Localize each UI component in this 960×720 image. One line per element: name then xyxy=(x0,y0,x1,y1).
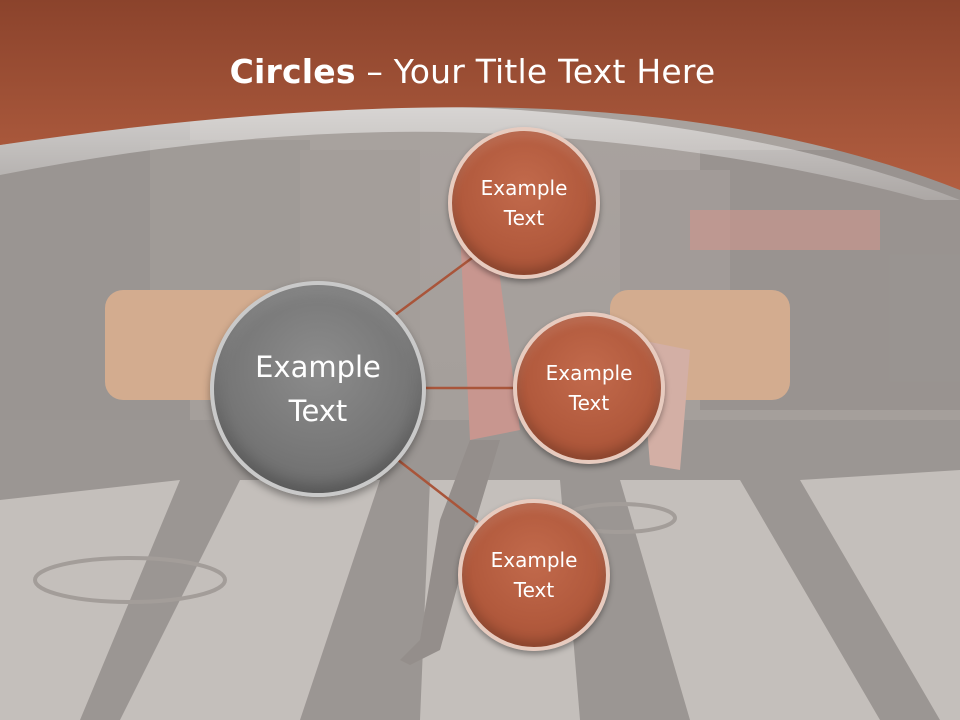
center-circle[interactable]: Example Text xyxy=(210,281,426,497)
slide-title[interactable]: Circles – Your Title Text Here xyxy=(0,52,945,91)
satellite-top-line2: Text xyxy=(503,206,545,230)
satellite-middle-line1: Example xyxy=(545,361,633,385)
connector-top xyxy=(394,256,473,317)
satellite-circle-middle[interactable]: Example Text xyxy=(513,312,665,464)
satellite-middle-line2: Text xyxy=(568,391,610,415)
satellite-top-line1: Example xyxy=(480,176,568,200)
satellite-circle-top[interactable]: Example Text xyxy=(448,127,600,279)
satellite-circle-bottom[interactable]: Example Text xyxy=(458,499,610,651)
title-rest-part: – Your Title Text Here xyxy=(355,52,716,91)
satellite-bottom-line1: Example xyxy=(490,548,578,572)
title-bold-part: Circles xyxy=(229,52,356,91)
center-circle-line2: Text xyxy=(288,394,348,428)
satellite-bottom-line2: Text xyxy=(513,578,555,602)
header-band xyxy=(0,0,960,200)
connector-bottom xyxy=(397,459,479,523)
center-circle-line1: Example xyxy=(255,350,381,384)
